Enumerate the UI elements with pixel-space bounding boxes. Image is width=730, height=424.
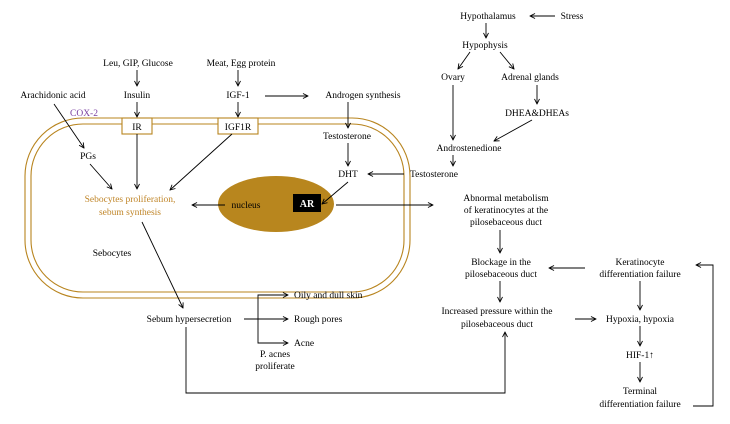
sebocytes-proliferation-line2: sebum synthesis [99, 208, 161, 218]
sebocytes-proliferation-line1: Sebocytes proliferation, [85, 194, 176, 205]
oily-skin-node: Oily and dull skin [294, 291, 363, 301]
blockage-line2: pilosebaceous duct [465, 270, 537, 280]
igf1r-receptor-box [217, 117, 259, 135]
arachidonic-acid-node: Arachidonic acid [20, 91, 85, 101]
abnormal-metabolism-line1: Abnormal metabolism [463, 194, 549, 204]
increased-pressure-line1: Increased pressure within the [441, 307, 552, 317]
dht-node: DHT [338, 170, 358, 180]
pgs-node: PGs [80, 152, 96, 162]
arrow-dht-ar [322, 181, 349, 204]
sebocytes-label: Sebocytes [93, 249, 132, 259]
sebum-hypersecretion-node: Sebum hypersecretion [147, 315, 232, 325]
testosterone-in-node: Testosterone [323, 132, 371, 142]
ar-box [293, 194, 321, 212]
sebocyte-cell [24, 117, 411, 299]
ovary-node: Ovary [441, 73, 465, 83]
p-acnes-line1: P. acnes [260, 350, 290, 360]
androgen-synthesis-node: Androgen synthesis [325, 91, 401, 101]
arrow-proliferation-hypersecretion [141, 221, 183, 308]
rough-pores-node: Rough pores [294, 315, 343, 325]
testosterone-ext-node: Testosterone [410, 170, 458, 180]
arrow-igf1r-proliferation [170, 133, 233, 190]
dhea-node: DHEA&DHEAs [505, 109, 569, 119]
keratinocyte-failure-line1: Keratinocyte [615, 258, 664, 268]
meat-egg-node: Meat, Egg protein [207, 59, 276, 69]
p-acnes-line2: proliferate [255, 361, 295, 372]
igf1r-label: IGF1R [225, 123, 252, 133]
hypoxia-node: Hypoxia, hypoxia [606, 315, 675, 325]
acne-node: Acne [294, 339, 314, 349]
terminal-failure-line1: Terminal [623, 387, 658, 397]
terminal-failure-line2: differentiation failure [599, 399, 680, 410]
arrow-hypophysis-ovary [458, 51, 471, 69]
blockage-line1: Blockage in the [471, 258, 531, 268]
stress-node: Stress [561, 12, 584, 22]
ar-label: AR [300, 199, 315, 210]
arrow-hypersecretion-pressure [185, 327, 505, 394]
cox2-label: COX-2 [70, 109, 98, 119]
connector-arrows [53, 16, 714, 407]
arrow-terminal-keratinocyte-loop [693, 265, 714, 407]
ir-label: IR [132, 123, 142, 133]
increased-pressure-line2: pilosebaceous duct [461, 320, 533, 330]
igf1-node: IGF-1 [226, 91, 249, 101]
abnormal-metabolism-line2: of keratinocytes at the [464, 205, 548, 216]
insulin-node: Insulin [124, 91, 151, 101]
hypothalamus-node: Hypothalamus [460, 12, 516, 22]
arrow-hypersecretion-acne [257, 319, 288, 343]
keratinocyte-failure-line2: differentiation failure [599, 269, 680, 280]
nucleus-label: nucleus [231, 201, 260, 211]
abnormal-metabolism-line3: pilosebaceous duct [470, 218, 542, 228]
leu-gip-glucose-node: Leu, GIP, Glucose [103, 59, 173, 69]
arrow-dhea-androstenedione [494, 119, 533, 141]
arrow-arachidonic-pgs [53, 103, 84, 148]
arrow-pgs-proliferation [89, 163, 112, 189]
hypophysis-node: Hypophysis [462, 41, 508, 51]
nucleus-ellipse [218, 176, 334, 232]
hif1-node: HIF-1↑ [626, 351, 654, 361]
arrow-hypersecretion-oily [244, 295, 288, 320]
cell-membrane-outer [24, 117, 411, 299]
arrow-hypophysis-adrenal [499, 51, 514, 69]
androstenedione-node: Androstenedione [437, 144, 502, 154]
adrenal-glands-node: Adrenal glands [501, 73, 559, 83]
